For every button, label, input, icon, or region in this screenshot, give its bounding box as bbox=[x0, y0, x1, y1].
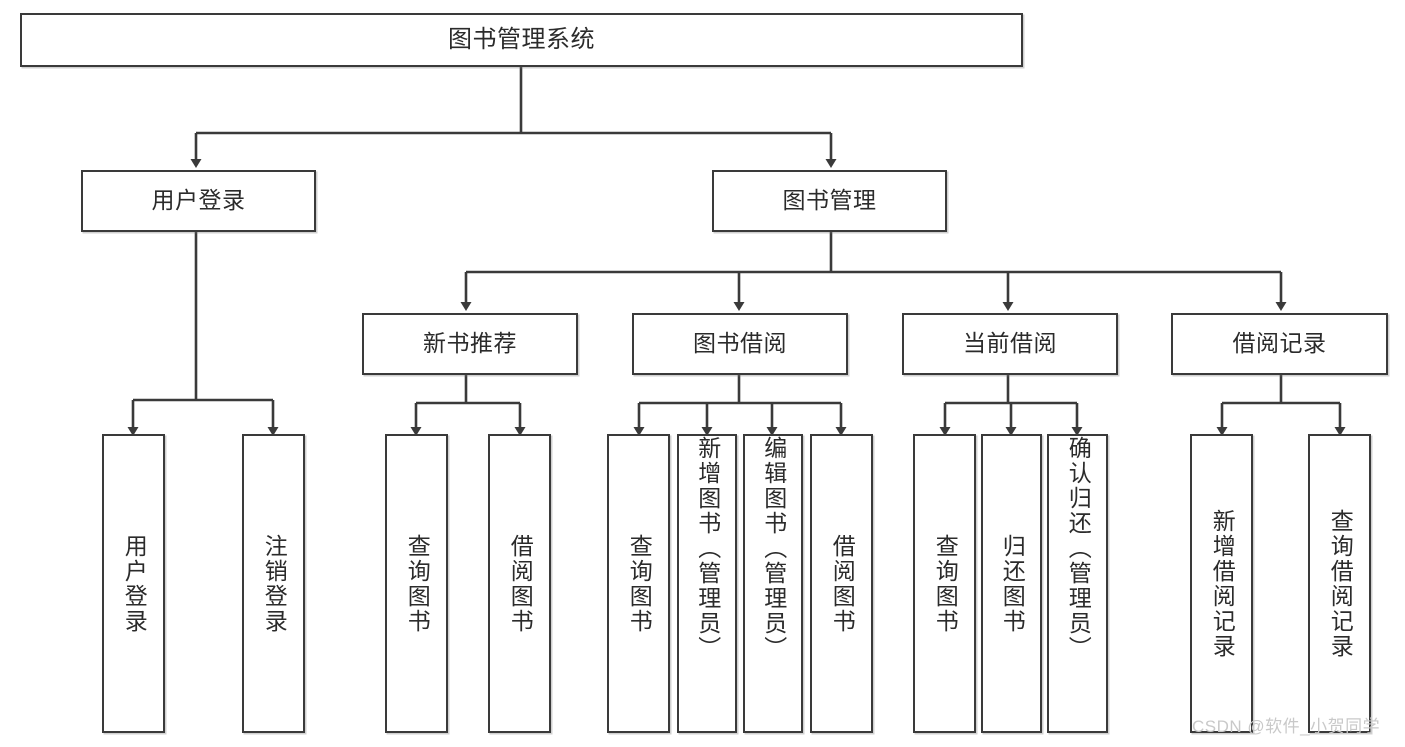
node-label: 确认归还（管理员） bbox=[1065, 436, 1092, 661]
csdn-watermark: CSDN @软件_小贺同学 bbox=[1192, 717, 1381, 736]
node-borrow-record[interactable]: 借阅记录 bbox=[1171, 313, 1388, 375]
node-label: 归还图书 bbox=[999, 533, 1026, 634]
leaf-query-book-current[interactable]: 查询图书 bbox=[913, 434, 976, 733]
leaf-user-login[interactable]: 用户登录 bbox=[102, 434, 165, 733]
node-label: 注销登录 bbox=[261, 533, 288, 634]
node-label: 新增图书（管理员） bbox=[694, 436, 721, 661]
node-label: 用户登录 bbox=[151, 187, 246, 214]
node-book-borrow[interactable]: 图书借阅 bbox=[632, 313, 848, 375]
node-label: 借阅图书 bbox=[829, 533, 856, 634]
leaf-borrow-book-borrow[interactable]: 借阅图书 bbox=[810, 434, 873, 733]
leaf-query-book-borrow[interactable]: 查询图书 bbox=[607, 434, 670, 733]
node-label: 新增借阅记录 bbox=[1209, 508, 1236, 659]
leaf-query-borrow-record[interactable]: 查询借阅记录 bbox=[1308, 434, 1371, 733]
node-label: 查询借阅记录 bbox=[1327, 508, 1354, 659]
leaf-logout-login[interactable]: 注销登录 bbox=[242, 434, 305, 733]
node-label: 当前借阅 bbox=[963, 330, 1057, 357]
node-book-management[interactable]: 图书管理 bbox=[712, 170, 947, 232]
node-label: 用户登录 bbox=[121, 533, 148, 634]
node-label: 查询图书 bbox=[626, 533, 653, 634]
node-label: 借阅记录 bbox=[1232, 330, 1327, 357]
node-label: 图书借阅 bbox=[693, 330, 787, 357]
node-root-book-management-system[interactable]: 图书管理系统 bbox=[20, 13, 1023, 67]
leaf-confirm-return-admin[interactable]: 确认归还（管理员） bbox=[1047, 434, 1108, 733]
node-label: 查询图书 bbox=[932, 533, 959, 634]
leaf-return-book[interactable]: 归还图书 bbox=[981, 434, 1042, 733]
node-label: 图书管理系统 bbox=[448, 25, 595, 53]
leaf-borrow-book-recommend[interactable]: 借阅图书 bbox=[488, 434, 551, 733]
leaf-edit-book-admin[interactable]: 编辑图书（管理员） bbox=[743, 434, 803, 733]
node-new-book-recommend[interactable]: 新书推荐 bbox=[362, 313, 578, 375]
leaf-add-book-admin[interactable]: 新增图书（管理员） bbox=[677, 434, 737, 733]
node-label: 编辑图书（管理员） bbox=[760, 436, 787, 661]
node-current-borrow[interactable]: 当前借阅 bbox=[902, 313, 1118, 375]
leaf-query-book-recommend[interactable]: 查询图书 bbox=[385, 434, 448, 733]
node-user-login[interactable]: 用户登录 bbox=[81, 170, 316, 232]
leaf-add-borrow-record[interactable]: 新增借阅记录 bbox=[1190, 434, 1253, 733]
node-label: 查询图书 bbox=[404, 533, 431, 634]
node-label: 图书管理 bbox=[782, 187, 877, 214]
node-label: 新书推荐 bbox=[423, 330, 517, 357]
node-label: 借阅图书 bbox=[507, 533, 534, 634]
